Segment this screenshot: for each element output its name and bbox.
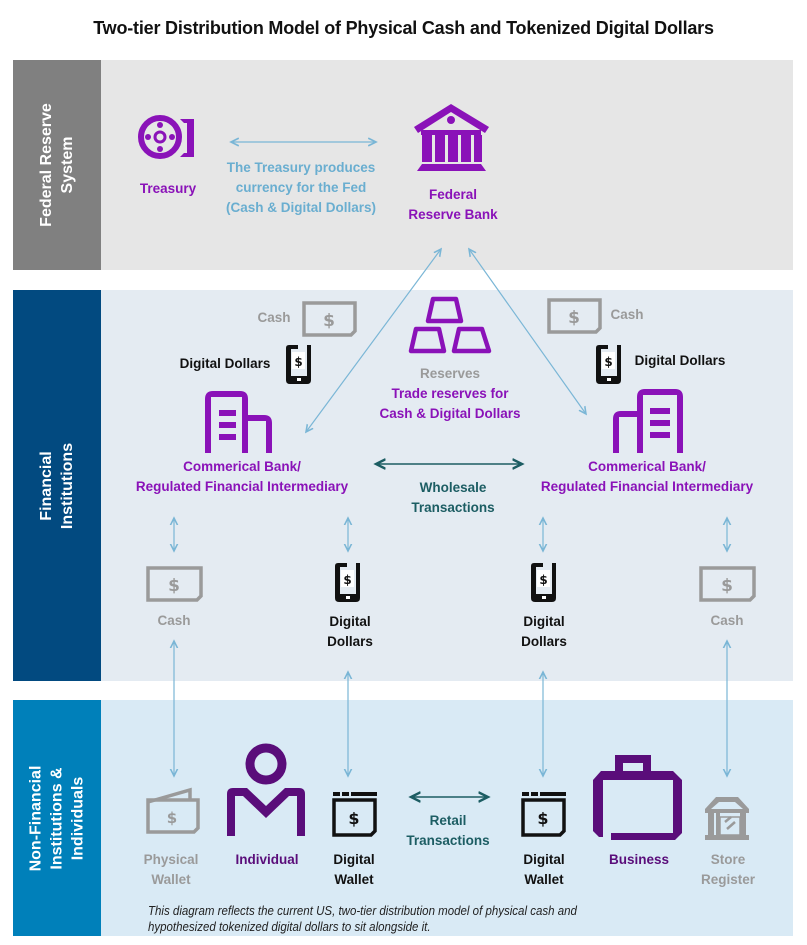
reserves-note: Trade reserves for Cash & Digital Dollar…	[379, 386, 521, 421]
treasury-note: The Treasury produces currency for the F…	[225, 160, 377, 215]
reserves-gold-bars-icon	[408, 296, 492, 354]
svg-text:$: $	[348, 809, 359, 828]
store-register-label: Store Register	[700, 852, 756, 887]
right-bank-digital-dollars-label: Digital Dollars	[634, 353, 726, 368]
digital-dollars-label-left: Digital Dollars	[327, 614, 373, 649]
right-bank-cash-label: Cash	[610, 307, 644, 322]
svg-text:$: $	[721, 576, 733, 596]
phone-dollar-icon: $	[596, 345, 621, 384]
svg-text:$: $	[568, 308, 580, 328]
svg-text:$: $	[604, 355, 612, 369]
digital-wallet-icon: $	[332, 792, 377, 837]
digital-wallet-icon: $	[521, 792, 566, 837]
commercial-bank-right-icon	[613, 389, 683, 453]
footnote: This diagram reflects the current US, tw…	[148, 904, 577, 934]
svg-text:$: $	[167, 809, 177, 827]
commercial-bank-left-icon	[205, 391, 272, 453]
phone-dollar-icon: $	[286, 345, 311, 384]
tier-label-federal-reserve: Federal Reserve System	[13, 60, 101, 270]
svg-text:$: $	[294, 355, 302, 369]
reserves-label: Reserves	[419, 366, 481, 381]
tier-label-non-financial: Non-Financial Institutions & Individuals	[13, 700, 101, 936]
arrow-fed-to-left-bank	[306, 249, 441, 432]
physical-wallet-icon: $	[146, 787, 200, 834]
cash-icon: $	[699, 566, 756, 602]
treasury-icon	[138, 115, 194, 159]
digital-wallet-left-label: Digital Wallet	[333, 852, 375, 887]
cash-icon: $	[302, 301, 357, 337]
svg-text:$: $	[343, 573, 351, 587]
phone-dollar-icon: $	[335, 563, 360, 602]
svg-text:$: $	[323, 311, 335, 331]
svg-text:$: $	[537, 809, 548, 828]
arrow-fed-to-right-bank	[469, 249, 586, 414]
left-bank-digital-dollars-label: Digital Dollars	[179, 356, 271, 371]
cash-icon: $	[146, 566, 203, 602]
tier-panel-financial-institutions	[101, 290, 793, 681]
business-briefcase-icon	[593, 755, 682, 840]
left-bank-cash-label: Cash	[257, 310, 291, 325]
svg-text:$: $	[539, 573, 547, 587]
retail-transactions-label: Retail Transactions	[406, 813, 490, 848]
svg-text:$: $	[168, 576, 180, 596]
federal-reserve-bank-icon	[414, 104, 489, 171]
treasury-label: Treasury	[139, 181, 197, 196]
digital-dollars-label-right: Digital Dollars	[521, 614, 567, 649]
cash-icon: $	[547, 298, 602, 334]
phone-dollar-icon: $	[531, 563, 556, 602]
diagram-title: Two-tier Distribution Model of Physical …	[93, 18, 714, 38]
federal-reserve-bank-label: Federal Reserve Bank	[408, 187, 498, 222]
physical-wallet-label: Physical Wallet	[143, 852, 199, 887]
business-label: Business	[608, 852, 670, 867]
cash-label-right: Cash	[710, 613, 744, 628]
tier-label-financial-institutions: Financial Institutions	[13, 290, 101, 681]
wholesale-transactions-label: Wholesale Transactions	[411, 480, 495, 515]
cash-label-left: Cash	[157, 613, 191, 628]
digital-wallet-right-label: Digital Wallet	[523, 852, 565, 887]
commercial-bank-left-label: Commerical Bank/ Regulated Financial Int…	[135, 459, 349, 494]
individual-icon	[227, 743, 305, 836]
store-register-icon	[705, 797, 749, 840]
commercial-bank-right-label: Commerical Bank/ Regulated Financial Int…	[540, 459, 754, 494]
individual-label: Individual	[235, 852, 299, 867]
